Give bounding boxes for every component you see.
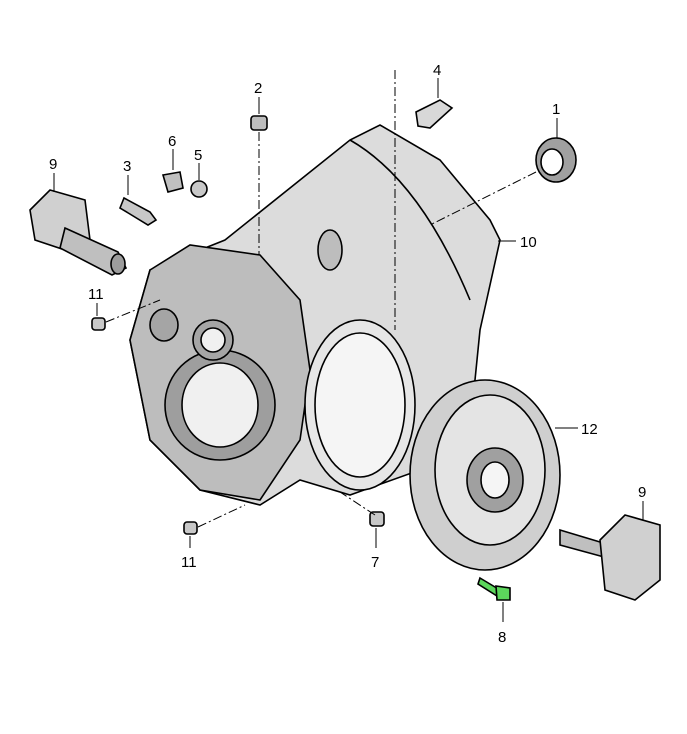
- transmission-housing[interactable]: [129, 124, 501, 506]
- seal-ring[interactable]: [190, 180, 208, 198]
- flange-shaft-right[interactable]: [559, 514, 661, 601]
- housing-cover[interactable]: [409, 379, 561, 571]
- flange-shaft-left[interactable]: [29, 189, 128, 276]
- callout-1: 1: [552, 101, 560, 118]
- callout-11-top: 11: [88, 286, 104, 303]
- callout-6: 6: [168, 133, 176, 150]
- sensor-switch[interactable]: [119, 196, 158, 226]
- callout-5: 5: [194, 147, 202, 164]
- screw-plug[interactable]: [161, 171, 184, 193]
- dowel-pin-11a[interactable]: [91, 317, 106, 331]
- callout-11-bottom: 11: [181, 554, 197, 571]
- callout-9-right: 9: [638, 484, 646, 501]
- sleeve[interactable]: [250, 115, 268, 131]
- callout-10: 10: [520, 234, 537, 251]
- bolt-highlighted[interactable]: [477, 576, 511, 601]
- dowel-pin-11b[interactable]: [183, 521, 198, 535]
- bracket[interactable]: [415, 99, 454, 129]
- callout-2: 2: [254, 80, 262, 97]
- callout-3: 3: [123, 158, 131, 175]
- callout-9-left: 9: [49, 156, 57, 173]
- oil-seal[interactable]: [535, 137, 577, 183]
- callout-12: 12: [581, 421, 598, 438]
- callout-4: 4: [433, 62, 441, 79]
- callout-7: 7: [371, 554, 379, 571]
- callout-8: 8: [498, 629, 506, 646]
- dowel-pin-7[interactable]: [369, 511, 385, 527]
